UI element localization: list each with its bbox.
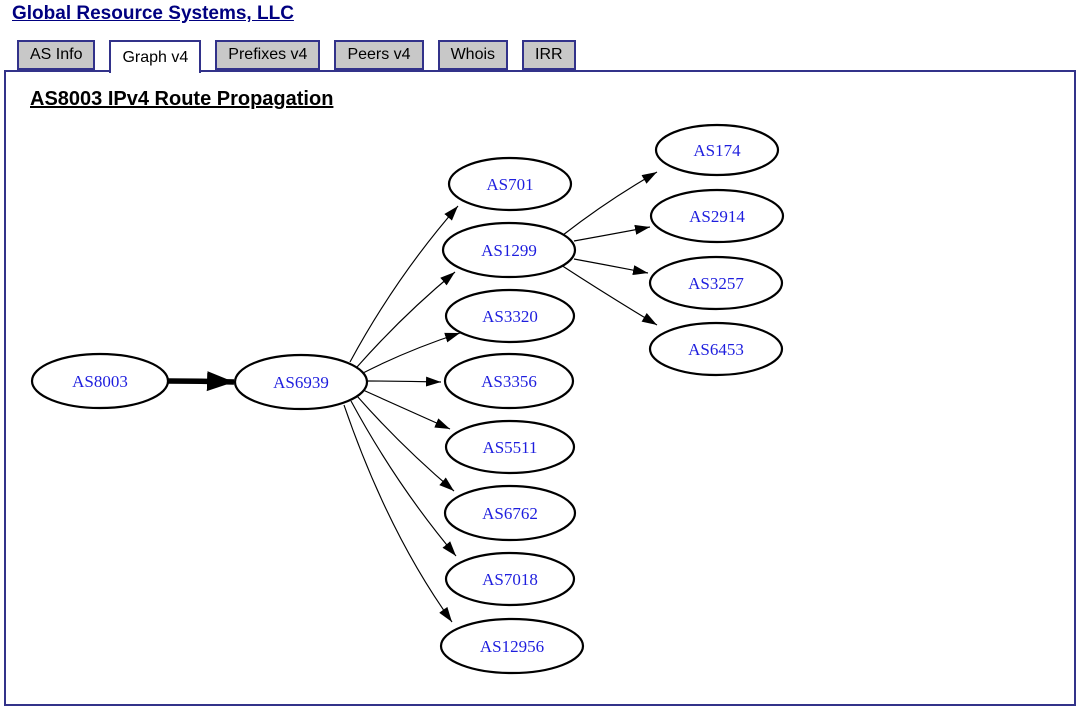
node-label: AS2914 — [689, 207, 745, 226]
node-label: AS701 — [486, 175, 533, 194]
graph-node-AS7018[interactable]: AS7018 — [444, 551, 576, 607]
node-label: AS12956 — [480, 637, 544, 656]
graph-node-AS2914[interactable]: AS2914 — [649, 188, 785, 244]
tab-as-info[interactable]: AS Info — [17, 40, 96, 70]
node-label: AS1299 — [481, 241, 537, 260]
tab-graph-v4[interactable]: Graph v4 — [109, 40, 202, 73]
node-ellipse — [447, 156, 573, 212]
node-label: AS3320 — [482, 307, 538, 326]
graph-node-AS8003[interactable]: AS8003 — [30, 352, 170, 410]
graph-node-AS1299[interactable]: AS1299 — [441, 221, 577, 279]
node-label: AS6453 — [688, 340, 744, 359]
node-ellipse — [443, 352, 575, 410]
node-ellipse — [30, 352, 170, 410]
node-label: AS6762 — [482, 504, 538, 523]
node-label: AS5511 — [482, 438, 537, 457]
graph-node-AS701[interactable]: AS701 — [447, 156, 573, 212]
node-ellipse — [654, 123, 780, 177]
node-label: AS8003 — [72, 372, 128, 391]
node-label: AS3257 — [688, 274, 744, 293]
graph-node-AS3257[interactable]: AS3257 — [648, 255, 784, 311]
node-label: AS3356 — [481, 372, 537, 391]
node-ellipse — [439, 617, 585, 675]
graph-node-AS3356[interactable]: AS3356 — [443, 352, 575, 410]
tab-irr[interactable]: IRR — [522, 40, 576, 70]
graph-node-AS6453[interactable]: AS6453 — [648, 321, 784, 377]
node-label: AS174 — [693, 141, 741, 160]
graph-node-AS6762[interactable]: AS6762 — [443, 484, 577, 542]
node-ellipse — [444, 419, 576, 475]
node-ellipse — [444, 288, 576, 344]
tab-bar: AS Info Graph v4 Prefixes v4 Peers v4 Wh… — [17, 40, 576, 73]
node-label: AS6939 — [273, 373, 329, 392]
node-ellipse — [648, 321, 784, 377]
graph-node-AS12956[interactable]: AS12956 — [439, 617, 585, 675]
node-ellipse — [233, 353, 369, 411]
graph-node-AS6939[interactable]: AS6939 — [233, 353, 369, 411]
nodes-layer: AS8003 AS6939 AS701AS1299AS3320AS3356AS551… — [30, 123, 785, 675]
tab-prefixes-v4[interactable]: Prefixes v4 — [215, 40, 321, 70]
graph-node-AS5511[interactable]: AS5511 — [444, 419, 576, 475]
graph-node-AS3320[interactable]: AS3320 — [444, 288, 576, 344]
org-title-link[interactable]: Global Resource Systems, LLC — [12, 3, 294, 24]
node-ellipse — [648, 255, 784, 311]
node-label: AS7018 — [482, 570, 538, 589]
tab-whois[interactable]: Whois — [437, 40, 509, 70]
node-ellipse — [441, 221, 577, 279]
node-ellipse — [649, 188, 785, 244]
node-ellipse — [444, 551, 576, 607]
node-ellipse — [443, 484, 577, 542]
tab-peers-v4[interactable]: Peers v4 — [334, 40, 424, 70]
page-heading: AS8003 IPv4 Route Propagation — [30, 88, 334, 110]
graph-node-AS174[interactable]: AS174 — [654, 123, 780, 177]
